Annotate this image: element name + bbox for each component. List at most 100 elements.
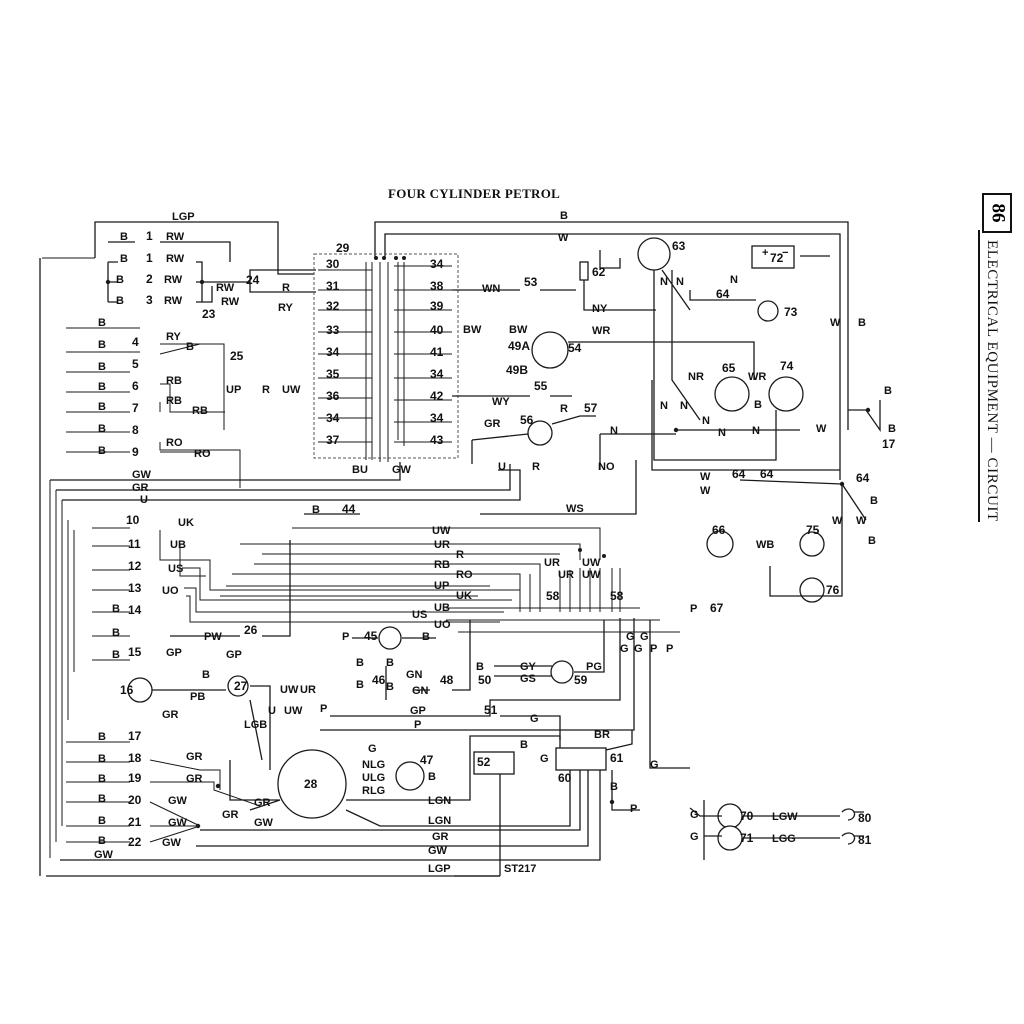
wire-label: B <box>112 627 120 639</box>
page-title: FOUR CYLINDER PETROL <box>388 186 561 201</box>
component-number: 10 <box>126 513 140 527</box>
component-number: 7 <box>132 401 139 415</box>
junction-dots <box>105 256 871 829</box>
component-number: 27 <box>234 679 248 693</box>
component-number: 14 <box>128 603 142 617</box>
component-number: 61 <box>610 751 624 765</box>
component-number: 72 <box>770 251 784 265</box>
page-number: 86 <box>987 203 1008 223</box>
wr-wire <box>568 341 755 380</box>
component-number: 74 <box>780 359 794 373</box>
pb-wire <box>152 685 271 770</box>
component-74 <box>768 376 804 412</box>
wire-label: B <box>888 423 896 435</box>
wire-label: B <box>610 781 618 793</box>
wire-label: UP <box>226 384 241 396</box>
wire-label: B <box>858 317 866 329</box>
wire-label: UW <box>432 525 451 537</box>
wire-label: WR <box>748 371 766 383</box>
component-65 <box>714 376 750 412</box>
component-number: 11 <box>128 537 141 551</box>
component-62 <box>579 261 589 281</box>
wire-label: W <box>700 485 711 497</box>
wire-label: W <box>816 423 827 435</box>
component-number: 19 <box>128 771 142 785</box>
wire-label: W <box>832 515 843 527</box>
wire-label: UO <box>434 619 451 631</box>
wire-label: GW <box>94 849 114 861</box>
wire-label: GS <box>520 673 536 685</box>
wire-label: P <box>320 703 327 715</box>
component-number: 23 <box>202 307 216 321</box>
ny-wire <box>583 280 656 311</box>
wire-label: W <box>830 317 841 329</box>
wire-label: B <box>386 657 394 669</box>
wire-label: UK <box>456 590 472 602</box>
wire-label: WR <box>592 325 610 337</box>
component-number: 55 <box>534 379 548 393</box>
gn-wire <box>385 620 471 700</box>
wire-label: P <box>650 643 657 655</box>
component-number: 81 <box>858 833 872 847</box>
wire-label: RY <box>166 331 182 343</box>
component-number: 40 <box>430 323 444 337</box>
component-number: 35 <box>326 367 340 381</box>
component-number: 51 <box>484 703 498 717</box>
component-number: 15 <box>128 645 142 659</box>
wire-label: UW <box>582 569 601 581</box>
wire-label: B <box>98 753 106 765</box>
wire-label: UW <box>284 705 303 717</box>
b1-wire <box>108 241 231 262</box>
component-number: 2 <box>146 272 153 286</box>
gr-bus <box>56 464 511 491</box>
wire-label: U <box>140 494 148 506</box>
wire-label: US <box>412 609 427 621</box>
component-number: 42 <box>430 389 444 403</box>
wire-label: RO <box>456 569 473 581</box>
wire-label: B <box>98 361 106 373</box>
wire-label: B <box>98 401 106 413</box>
wire-label: ULG <box>362 772 385 784</box>
wire-label: B <box>520 739 528 751</box>
loom-bus <box>159 527 680 633</box>
wire-label: G <box>634 643 643 655</box>
wire-label: B <box>312 504 320 516</box>
component-66 <box>706 530 734 558</box>
wire-label: B <box>428 771 436 783</box>
wire-label: B <box>116 295 124 307</box>
wire-label: NR <box>688 371 704 383</box>
component-number: 54 <box>568 341 582 355</box>
component-number: 20 <box>128 793 142 807</box>
wire-label: N <box>676 276 684 288</box>
component-number: 75 <box>806 523 820 537</box>
component-number: 57 <box>584 401 598 415</box>
wire-label: RW <box>221 296 240 308</box>
component-number: 28 <box>304 777 318 791</box>
component-59 <box>550 660 574 684</box>
fuse-box <box>313 253 459 459</box>
component-number: 21 <box>128 815 142 829</box>
ws-bus <box>480 460 637 515</box>
r57-wire <box>551 415 596 425</box>
wire-label: GR <box>162 709 179 721</box>
component-number: 31 <box>326 279 340 293</box>
wire-label: BR <box>594 729 610 741</box>
component-number: 70 <box>740 809 754 823</box>
component-number: 25 <box>230 349 244 363</box>
wire-label: B <box>112 649 120 661</box>
wire-label: RY <box>278 302 294 314</box>
component-number: 12 <box>128 559 142 573</box>
component-number: 18 <box>128 751 142 765</box>
component-number: 17 <box>128 729 142 743</box>
component-75 <box>799 531 825 557</box>
component-number: 66 <box>712 523 726 537</box>
wire-label: B <box>356 679 364 691</box>
component-number: 22 <box>128 835 142 849</box>
wire-label: NLG <box>362 759 385 771</box>
wire-label: GR <box>132 482 149 494</box>
component-number: 30 <box>326 257 340 271</box>
wire-label: LGP <box>428 863 451 875</box>
wire-label: UW <box>282 384 301 396</box>
wire-label: LGW <box>772 811 798 823</box>
component-54 <box>531 331 569 369</box>
